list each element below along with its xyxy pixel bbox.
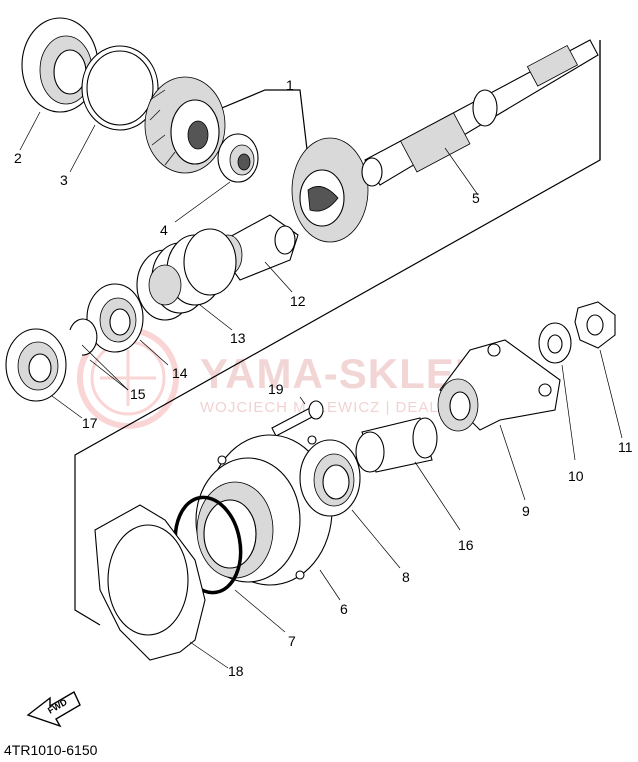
callout-19: 19 xyxy=(268,381,284,397)
callout-14: 14 xyxy=(172,365,188,381)
callout-5: 5 xyxy=(472,190,480,206)
callout-18: 18 xyxy=(228,663,244,679)
callout-15: 15 xyxy=(130,386,146,402)
part-15-circlip xyxy=(69,318,129,391)
callout-1: 1 xyxy=(286,77,294,93)
callout-11: 11 xyxy=(618,439,633,455)
part-11-nut xyxy=(574,301,623,439)
callout-2: 2 xyxy=(14,150,22,166)
part-5-shaft xyxy=(361,39,599,196)
part-4-collar xyxy=(174,133,259,223)
diagram-part-number: 4TR1010-6150 xyxy=(4,742,98,758)
callout-6: 6 xyxy=(340,601,348,617)
part-17-bearing xyxy=(5,328,83,419)
part-1-bevel-gear-right xyxy=(291,137,369,243)
part-10-washer xyxy=(538,322,576,461)
callout-4: 4 xyxy=(160,222,168,238)
part-8-seal xyxy=(299,439,401,569)
callout-16: 16 xyxy=(458,537,474,553)
part-16-sleeve xyxy=(355,417,461,531)
callout-labels: 1 2 3 4 5 6 7 8 9 10 11 12 13 14 15 16 1… xyxy=(14,77,633,679)
part-3-ring xyxy=(69,45,159,173)
fwd-arrow-icon: FWD xyxy=(26,691,81,728)
callout-9: 9 xyxy=(522,503,530,519)
callout-7: 7 xyxy=(288,633,296,649)
part-18-plate xyxy=(94,504,229,669)
part-2-bearing xyxy=(19,17,99,151)
assembly-bracket xyxy=(74,40,601,626)
callout-3: 3 xyxy=(60,172,68,188)
part-14-washer xyxy=(86,283,169,366)
callout-8: 8 xyxy=(402,569,410,585)
part-1-bevel-gear-left xyxy=(144,76,226,174)
callout-13: 13 xyxy=(230,330,246,346)
part-19-bolt xyxy=(271,396,324,437)
callout-17: 17 xyxy=(82,415,98,431)
part-9-yoke xyxy=(437,339,561,501)
callout-12: 12 xyxy=(290,293,306,309)
part-13-spring xyxy=(136,228,237,331)
callout-10: 10 xyxy=(568,468,584,484)
